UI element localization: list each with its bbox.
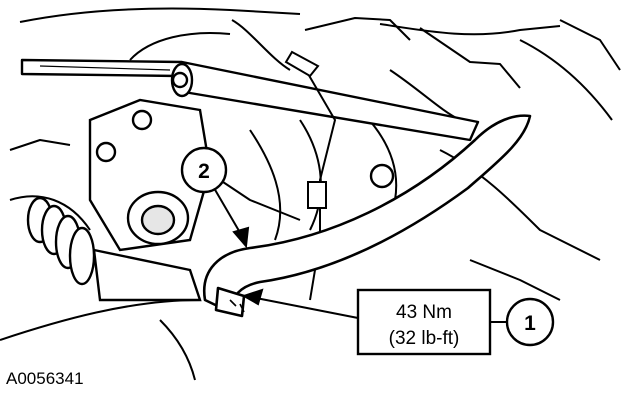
- stabilizer-bar: [20, 58, 480, 142]
- bolt-head: [369, 163, 395, 189]
- steering-boot: [26, 196, 202, 302]
- callout-2: 2: [180, 146, 228, 194]
- callout-1: 1: [505, 297, 555, 347]
- figure-id: A0056341: [6, 369, 84, 388]
- callout-number: 2: [198, 160, 210, 183]
- torque-spec-box: 43 Nm (32 lb-ft): [356, 288, 492, 356]
- bolt-head: [171, 71, 189, 89]
- torque-metric: 43 Nm: [396, 302, 452, 323]
- background-components: [0, 7, 621, 381]
- bolt-head: [131, 109, 153, 131]
- callout-number: 1: [524, 312, 536, 335]
- stabilizer-link: [202, 114, 532, 318]
- arrow-head: [232, 226, 250, 249]
- torque-imperial: (32 lb-ft): [389, 328, 460, 349]
- bolt-head: [95, 141, 117, 163]
- leader-lines: [213, 187, 506, 323]
- arrow-head: [241, 288, 264, 306]
- bushing-bracket: [88, 71, 395, 252]
